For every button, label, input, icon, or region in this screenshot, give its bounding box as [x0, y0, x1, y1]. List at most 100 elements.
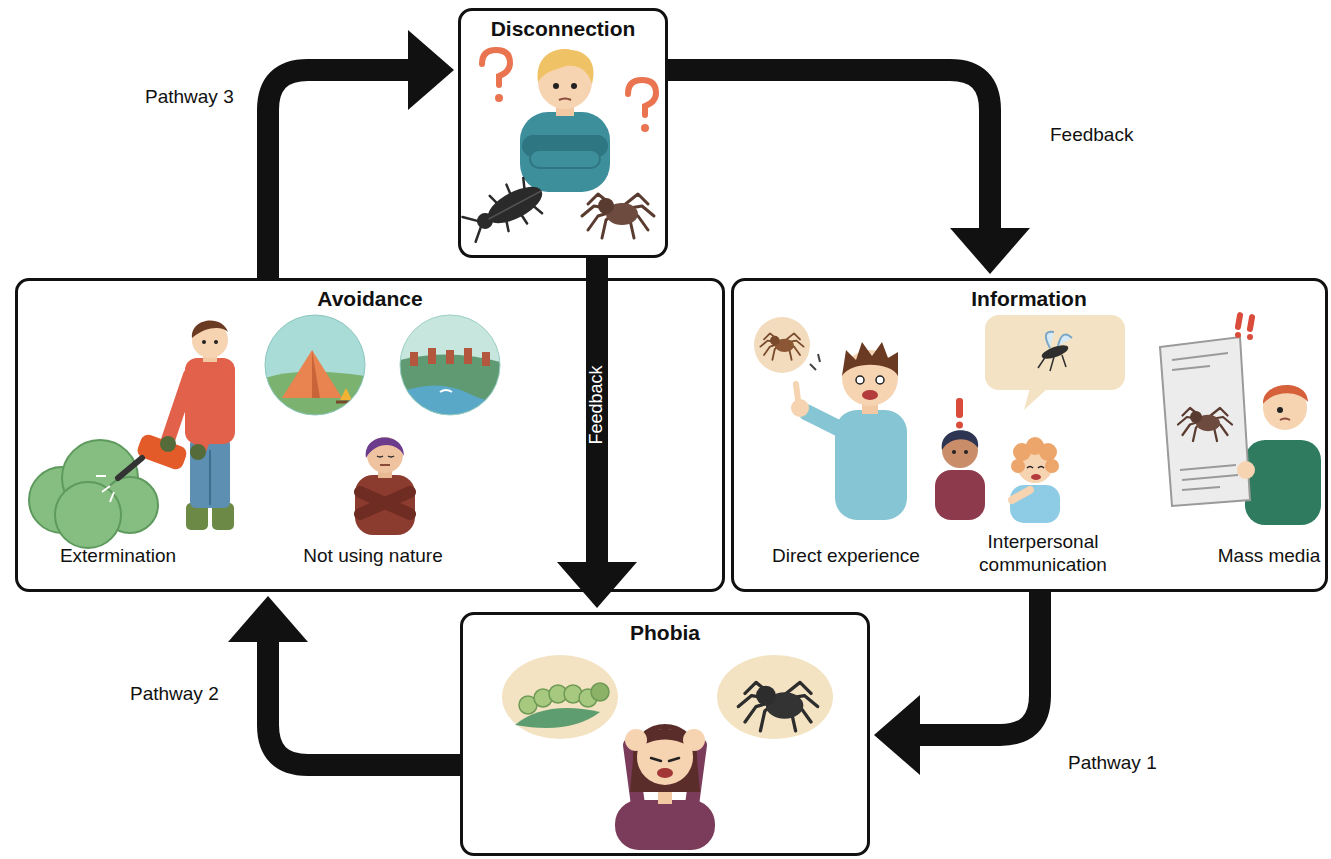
newspaper-reader [1160, 337, 1321, 525]
arrow-label: Pathway 1 [1066, 752, 1159, 775]
tarantula [738, 682, 817, 730]
spider-part [582, 194, 654, 238]
beetle-part [474, 210, 496, 232]
text-slot: Not using nature [268, 545, 478, 568]
flow-arrow [557, 258, 637, 608]
frightened-woman-part [651, 758, 679, 761]
camping-scene-part [312, 350, 320, 398]
newspaper-reader-part [1172, 353, 1238, 490]
disconnected-person-part [538, 49, 594, 84]
arrow-head [950, 228, 1030, 274]
speech-bubble-part [1024, 388, 1048, 410]
label-slot: Pathway 2 [128, 683, 221, 706]
deforested-scene-part [482, 352, 490, 366]
spider-bite-circle-part [754, 317, 810, 373]
stage-box: AvoidanceExtermination Not using nature [15, 278, 725, 592]
refusing-woman [355, 437, 415, 535]
crying-person-part [1031, 474, 1041, 480]
box-heading: Phobia [630, 620, 700, 645]
leaf-blower-man-part [160, 436, 176, 452]
stage-box: Phobia [460, 612, 870, 856]
scared-man-part [856, 376, 864, 384]
tarantula-part [756, 686, 776, 706]
leaf-blower-man-part [190, 438, 230, 508]
arrow-head [408, 30, 454, 110]
frightened-woman-part [657, 768, 673, 778]
caption-label: Direct experience [772, 545, 920, 568]
warning-mark [956, 398, 963, 429]
label-slot: Pathway 1 [1066, 752, 1159, 775]
spider [760, 333, 803, 359]
leaf-blower-man-part [192, 321, 228, 338]
crying-person-part-part [1011, 459, 1025, 473]
frightened-woman-part [683, 729, 705, 751]
deforested-scene-part [440, 390, 452, 392]
newspaper-reader-part [1263, 385, 1308, 404]
alarm-marks [1234, 312, 1255, 340]
talking-person-part [942, 430, 979, 450]
arrow-head [874, 695, 920, 775]
leaf-blower-man-part [200, 378, 228, 448]
thought-cloud-part [502, 655, 618, 739]
text-slot: Extermination [28, 545, 208, 568]
text-slot: Disconnection [461, 16, 665, 41]
caterpillar-part [519, 685, 597, 714]
arrow-shaft [918, 592, 1040, 735]
beetle [459, 171, 552, 248]
deforested-scene-part [428, 348, 436, 364]
disconnected-person-part [530, 150, 600, 168]
flow-arrow [874, 592, 1040, 775]
scared-man-part [796, 384, 798, 400]
spider-part [598, 198, 614, 214]
scared-man-part [842, 342, 898, 376]
caption-label: Interpersonal communication [968, 531, 1118, 577]
deforested-scene-part [410, 352, 418, 366]
spider-part [760, 333, 803, 359]
flow-arrow [268, 30, 454, 278]
refusing-woman-part [360, 492, 410, 514]
deforested-scene-part [446, 350, 454, 364]
disconnected-person [520, 49, 610, 192]
crying-person-part-part [1045, 459, 1059, 473]
label-slot: Pathway 3 [143, 86, 236, 109]
arrow-label: Pathway 2 [128, 683, 221, 706]
arrow-shaft [668, 70, 990, 230]
leaf-blower-man-part [118, 458, 142, 478]
text-slot: Direct experience [746, 545, 946, 568]
caption-label: Not using nature [303, 545, 442, 568]
leaf-blower-man [96, 321, 235, 530]
camping-scene-part [336, 401, 356, 404]
scene-circle [400, 315, 500, 415]
box-heading: Avoidance [317, 286, 422, 311]
deforested-scene [400, 315, 500, 415]
question-dot-part [495, 94, 503, 102]
arrow-shaft [268, 640, 460, 765]
leaf-blower-man-part [190, 444, 206, 460]
leaf-blower-man-part [214, 340, 218, 344]
scared-man-part [876, 376, 884, 384]
talking-person-part [964, 450, 968, 454]
crying-person-part [1010, 485, 1060, 523]
caption-label: Extermination [60, 545, 176, 568]
deforested-scene-part [464, 348, 472, 364]
caterpillar [515, 683, 609, 728]
spider-part [1178, 408, 1232, 441]
newspaper-reader-part [1277, 407, 1283, 413]
alarm-marks-part [1247, 334, 1253, 340]
camping-scene-part [265, 315, 365, 415]
spider-part [1190, 411, 1202, 423]
text-slot: Information [734, 286, 1324, 311]
talking-person-part [952, 450, 956, 454]
bush-part [55, 482, 121, 548]
spider [1178, 408, 1232, 441]
crying-person-part [1011, 437, 1059, 473]
leaf-blower-man-part [96, 476, 114, 502]
newspaper-reader-part [1245, 440, 1321, 525]
leaf-blower-man-part [135, 433, 188, 472]
arrow-head [228, 596, 308, 642]
flow-arrow [228, 596, 460, 765]
refusing-woman-part [380, 464, 390, 466]
text-slot: Phobia [463, 620, 867, 645]
frightened-woman [615, 724, 715, 850]
arrow-label: Pathway 3 [143, 86, 236, 109]
